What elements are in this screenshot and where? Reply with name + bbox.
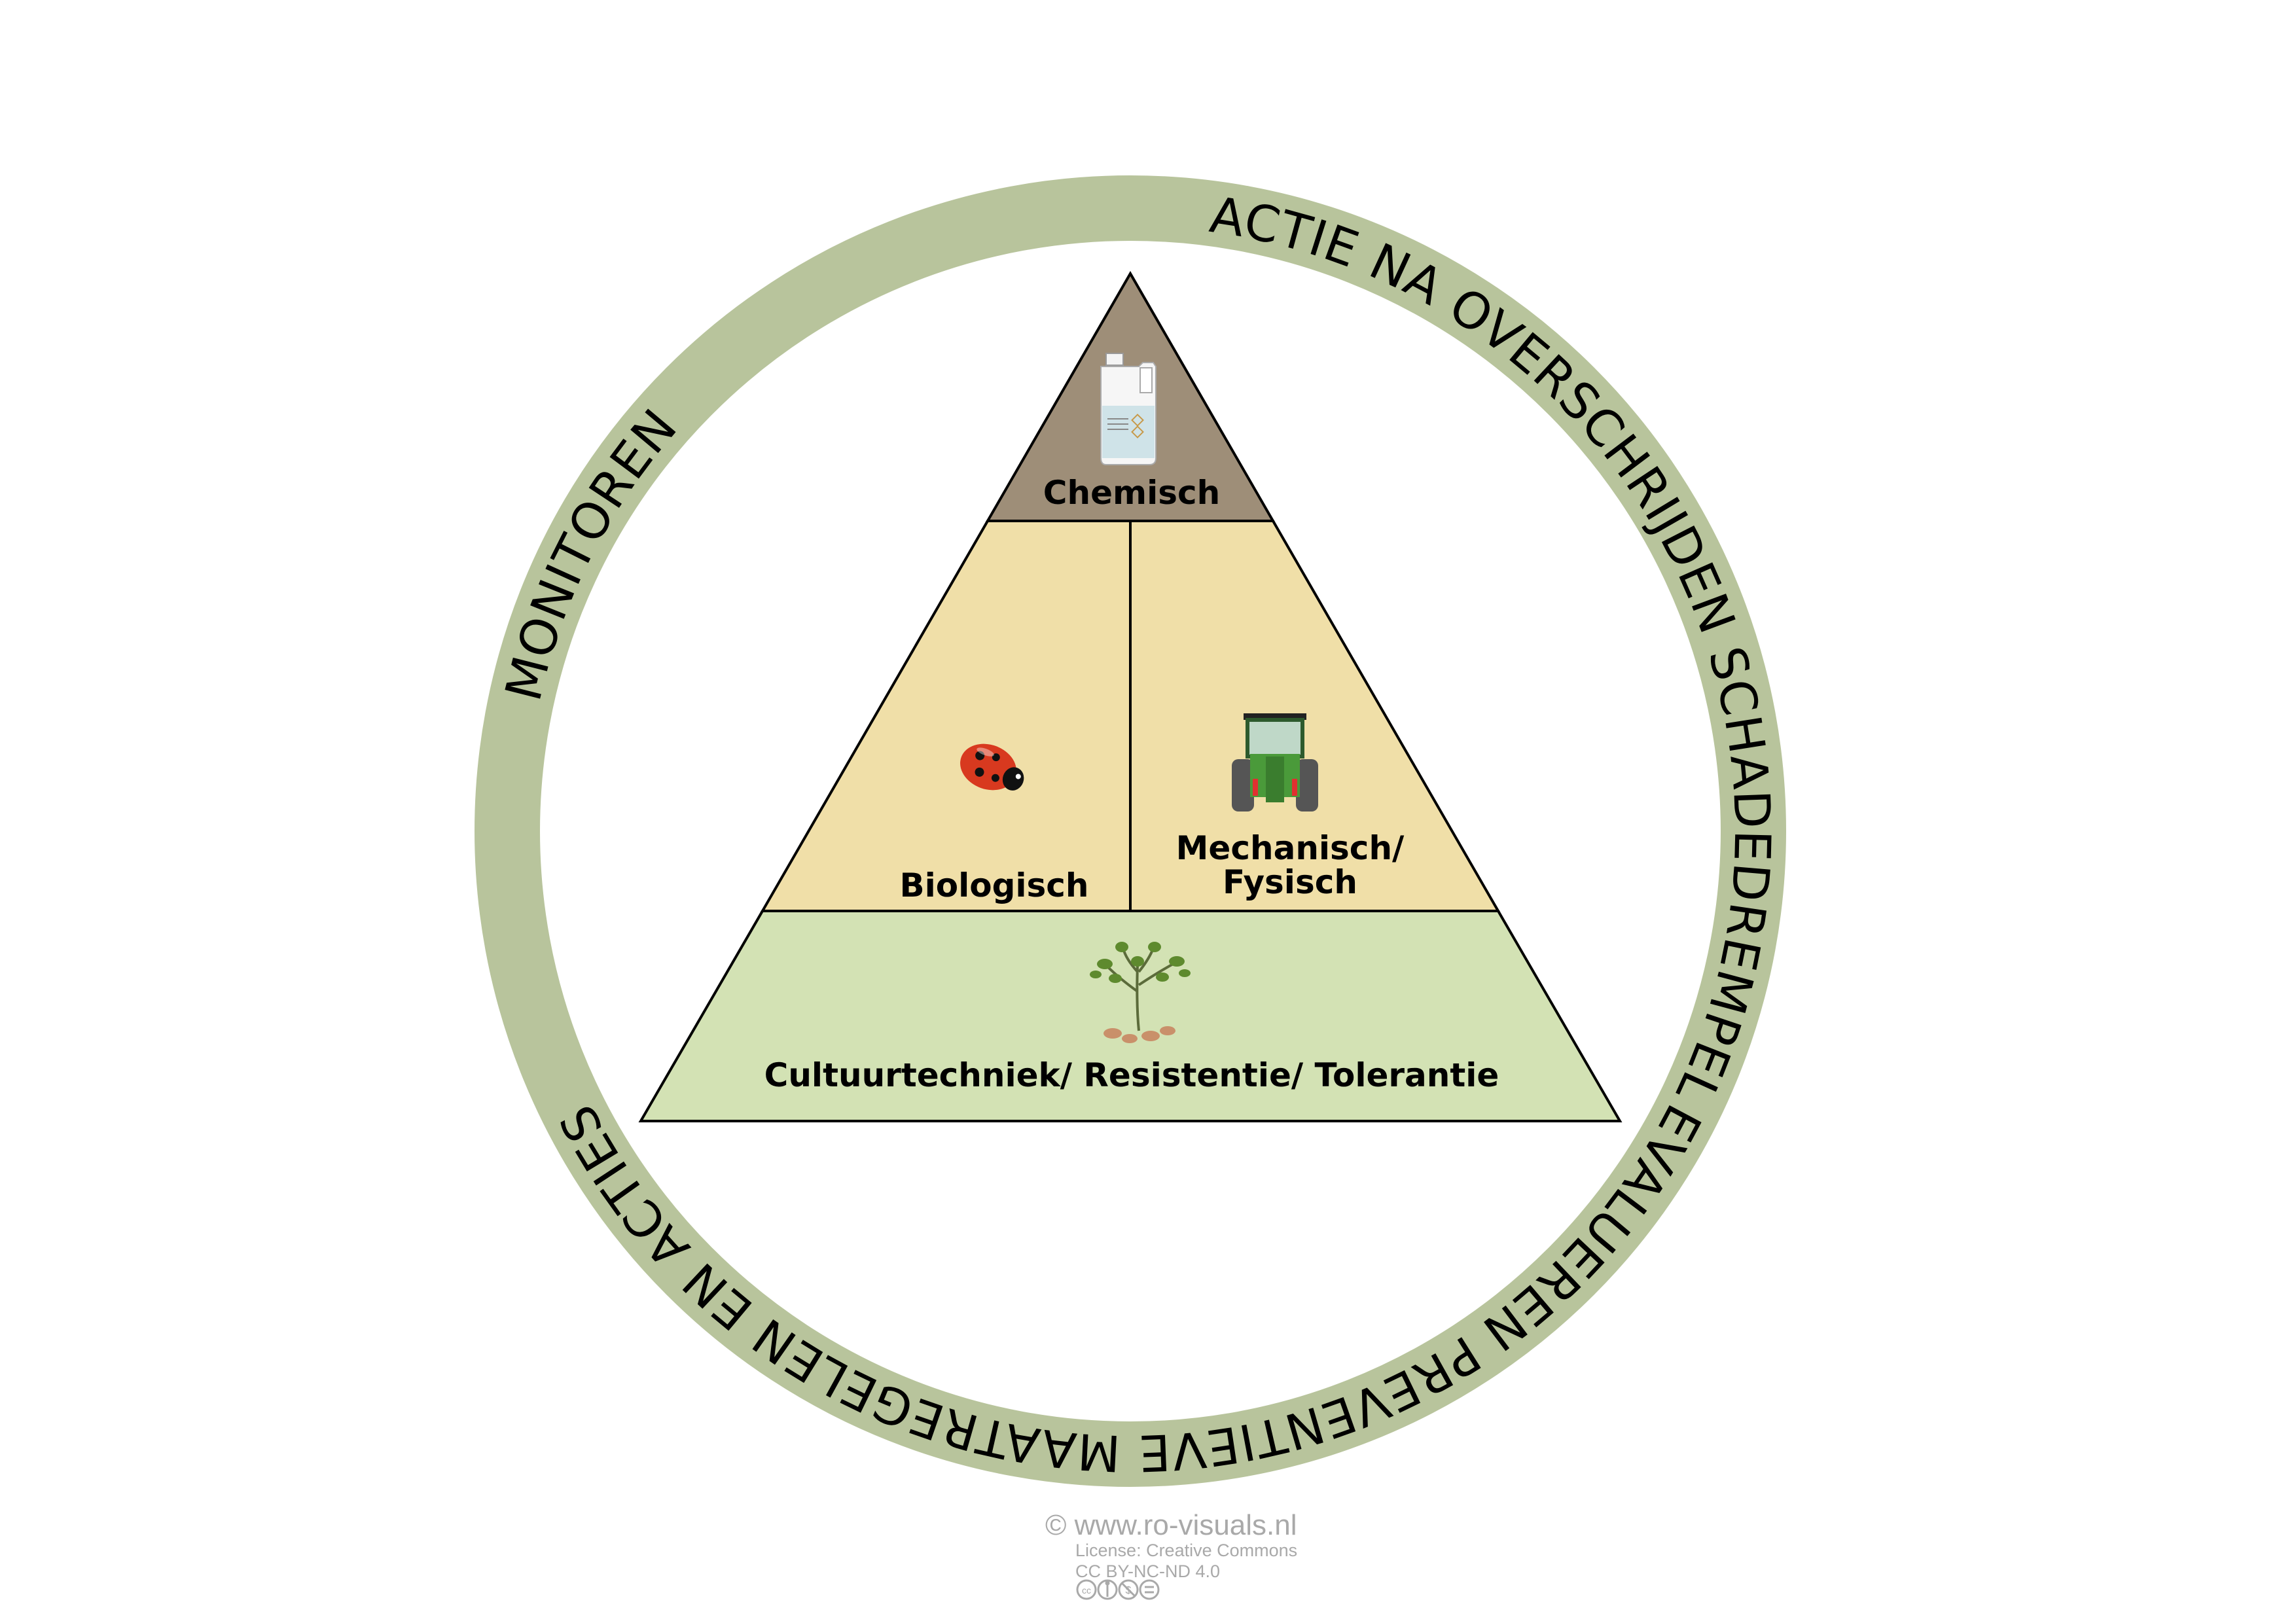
mechanisch-label: Mechanisch/ <box>1176 829 1405 867</box>
cultuurtechniek-label: Cultuurtechniek/ Resistentie/ Tolerantie <box>764 1056 1499 1094</box>
noncommercial-icon: $ <box>1118 1579 1139 1600</box>
attribution-icon <box>1097 1579 1118 1600</box>
cc-icon: cc <box>1076 1579 1097 1600</box>
noderivatives-icon <box>1139 1579 1160 1600</box>
ring-label-evalueren: EVALUEREN PREVENTIEVE MAATREGELEN EN ACT… <box>548 1096 1713 1483</box>
cc-license-icons: cc $ <box>1076 1579 1160 1600</box>
tractor-icon <box>1232 713 1318 812</box>
biologisch-label: Biologisch <box>899 866 1088 904</box>
copyright-text: © www.ro-visuals.nl <box>1045 1509 1297 1541</box>
ring-label-monitoren: MONITOREN <box>493 398 688 706</box>
ladybug-icon <box>960 743 1024 791</box>
license-text: License: Creative Commons <box>1075 1541 1297 1560</box>
plant-icon <box>1090 942 1191 1043</box>
svg-text:cc: cc <box>1082 1585 1091 1596</box>
pyramid-middle-left <box>760 520 1132 912</box>
license-code-text: CC BY-NC-ND 4.0 <box>1075 1561 1220 1581</box>
chemisch-label: Chemisch <box>1043 474 1220 512</box>
pyramid <box>638 270 1623 1122</box>
fysisch-label: Fysisch <box>1223 863 1357 901</box>
cycle-ring <box>475 175 1786 1487</box>
footer-credits: © www.ro-visuals.nl License: Creative Co… <box>1045 1509 1297 1600</box>
pesticide-jug-icon <box>1100 353 1157 465</box>
